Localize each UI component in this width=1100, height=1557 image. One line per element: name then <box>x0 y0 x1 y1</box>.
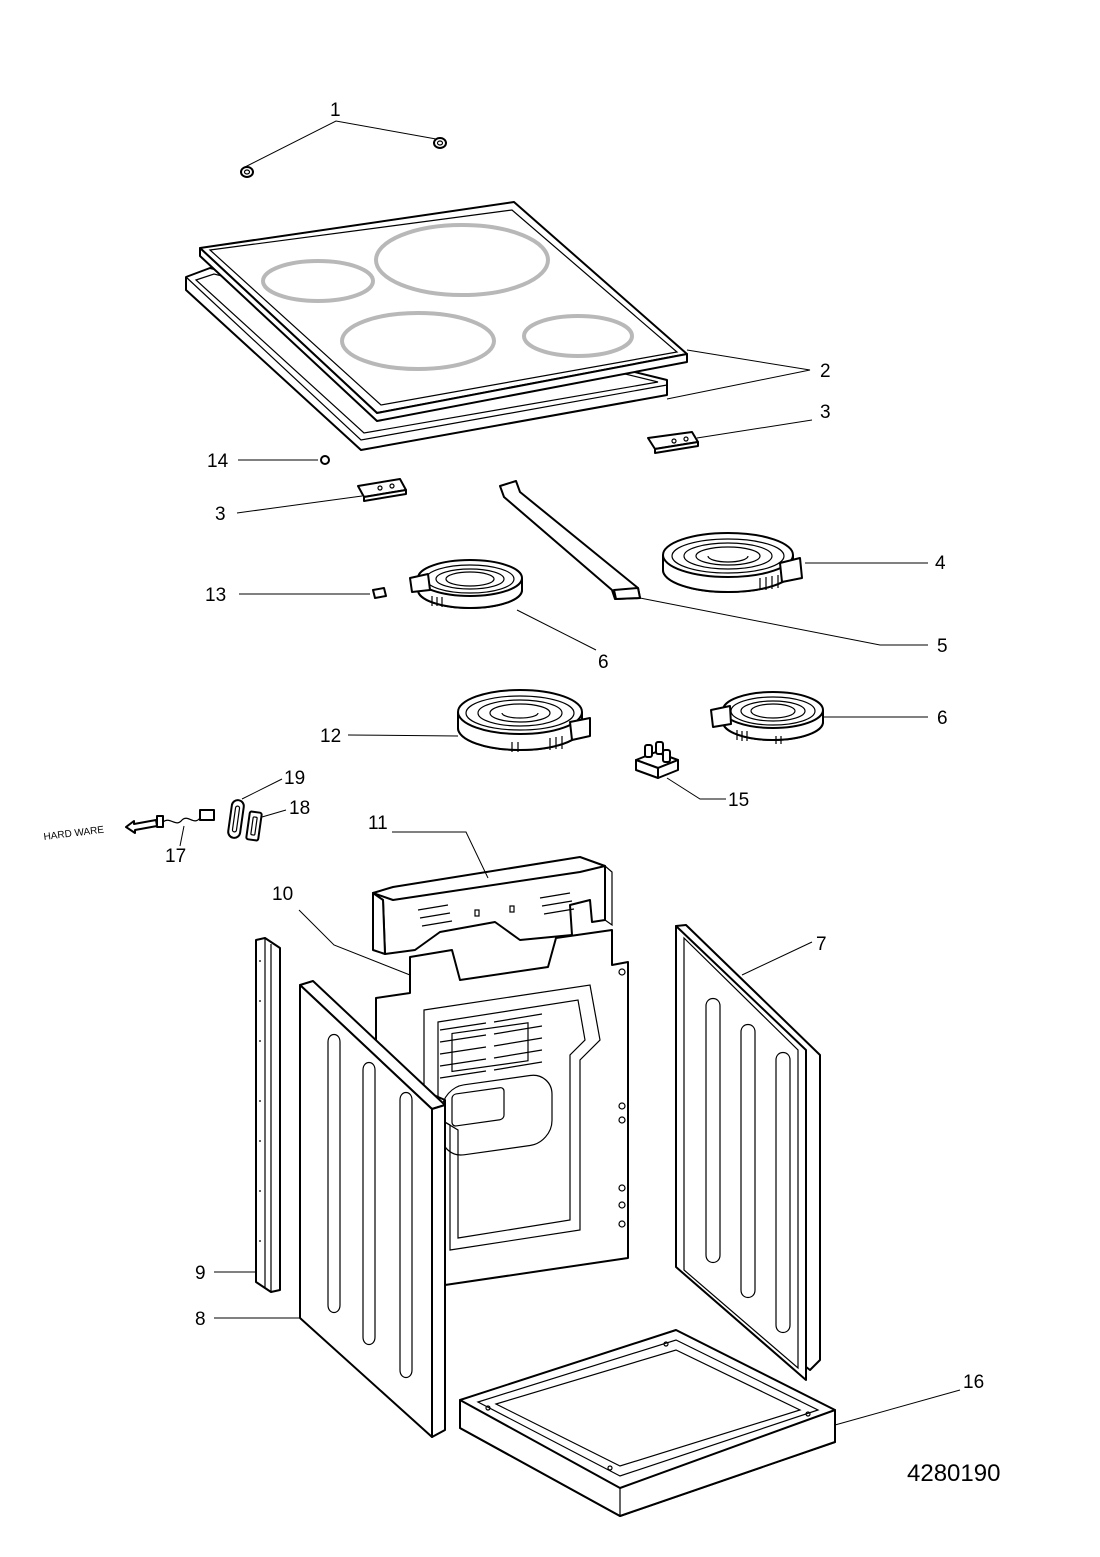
part-10-rear-panel <box>298 909 629 1286</box>
callout-15: 15 <box>728 790 749 811</box>
part-18-cable-clamp <box>245 809 287 842</box>
part-19-cable-clamp <box>227 778 283 839</box>
callout-3-left: 3 <box>215 504 226 525</box>
part-1-screws <box>240 120 447 178</box>
callout-16: 16 <box>963 1372 984 1393</box>
part-6-radiant-element-upper <box>409 559 597 651</box>
part-3-bracket-right <box>647 419 813 454</box>
part-2-hob-glass-and-frame <box>185 201 811 451</box>
callout-6-upper: 6 <box>598 652 609 673</box>
callout-19: 19 <box>284 768 305 789</box>
callout-2: 2 <box>820 361 831 382</box>
callout-13: 13 <box>205 585 226 606</box>
part-3-bracket-left <box>236 478 407 514</box>
callout-12: 12 <box>320 726 341 747</box>
drawing-code: 4280190 <box>907 1460 1000 1487</box>
callout-1: 1 <box>330 100 341 121</box>
part-17-cable <box>125 809 215 847</box>
part-6-radiant-element-right <box>710 691 928 744</box>
part-13-clip <box>239 587 387 599</box>
part-15-terminal-block <box>635 741 726 800</box>
callout-17: 17 <box>165 846 186 867</box>
callout-4: 4 <box>935 553 946 574</box>
callout-8: 8 <box>195 1309 206 1330</box>
callout-6-right: 6 <box>937 708 948 729</box>
callout-9: 9 <box>195 1263 206 1284</box>
part-4-radiant-element-large <box>662 532 928 593</box>
callout-5: 5 <box>937 636 948 657</box>
callout-11: 11 <box>368 813 388 834</box>
callout-14: 14 <box>207 451 229 472</box>
part-14-fixing <box>238 455 330 465</box>
part-8-side-panel-left <box>214 980 446 1438</box>
part-5-support-bar <box>499 480 928 646</box>
hardware-label: HARD WARE <box>43 825 105 843</box>
part-12-radiant-element <box>347 689 591 752</box>
callout-18: 18 <box>289 798 310 819</box>
part-16-base-frame <box>459 1329 961 1517</box>
callout-3-right: 3 <box>820 402 831 423</box>
part-9-front-strip <box>214 937 281 1293</box>
callout-10: 10 <box>272 884 293 905</box>
part-7-side-panel-right <box>675 924 821 1381</box>
callout-7: 7 <box>816 934 827 955</box>
part-11-rear-bracket <box>372 831 613 955</box>
